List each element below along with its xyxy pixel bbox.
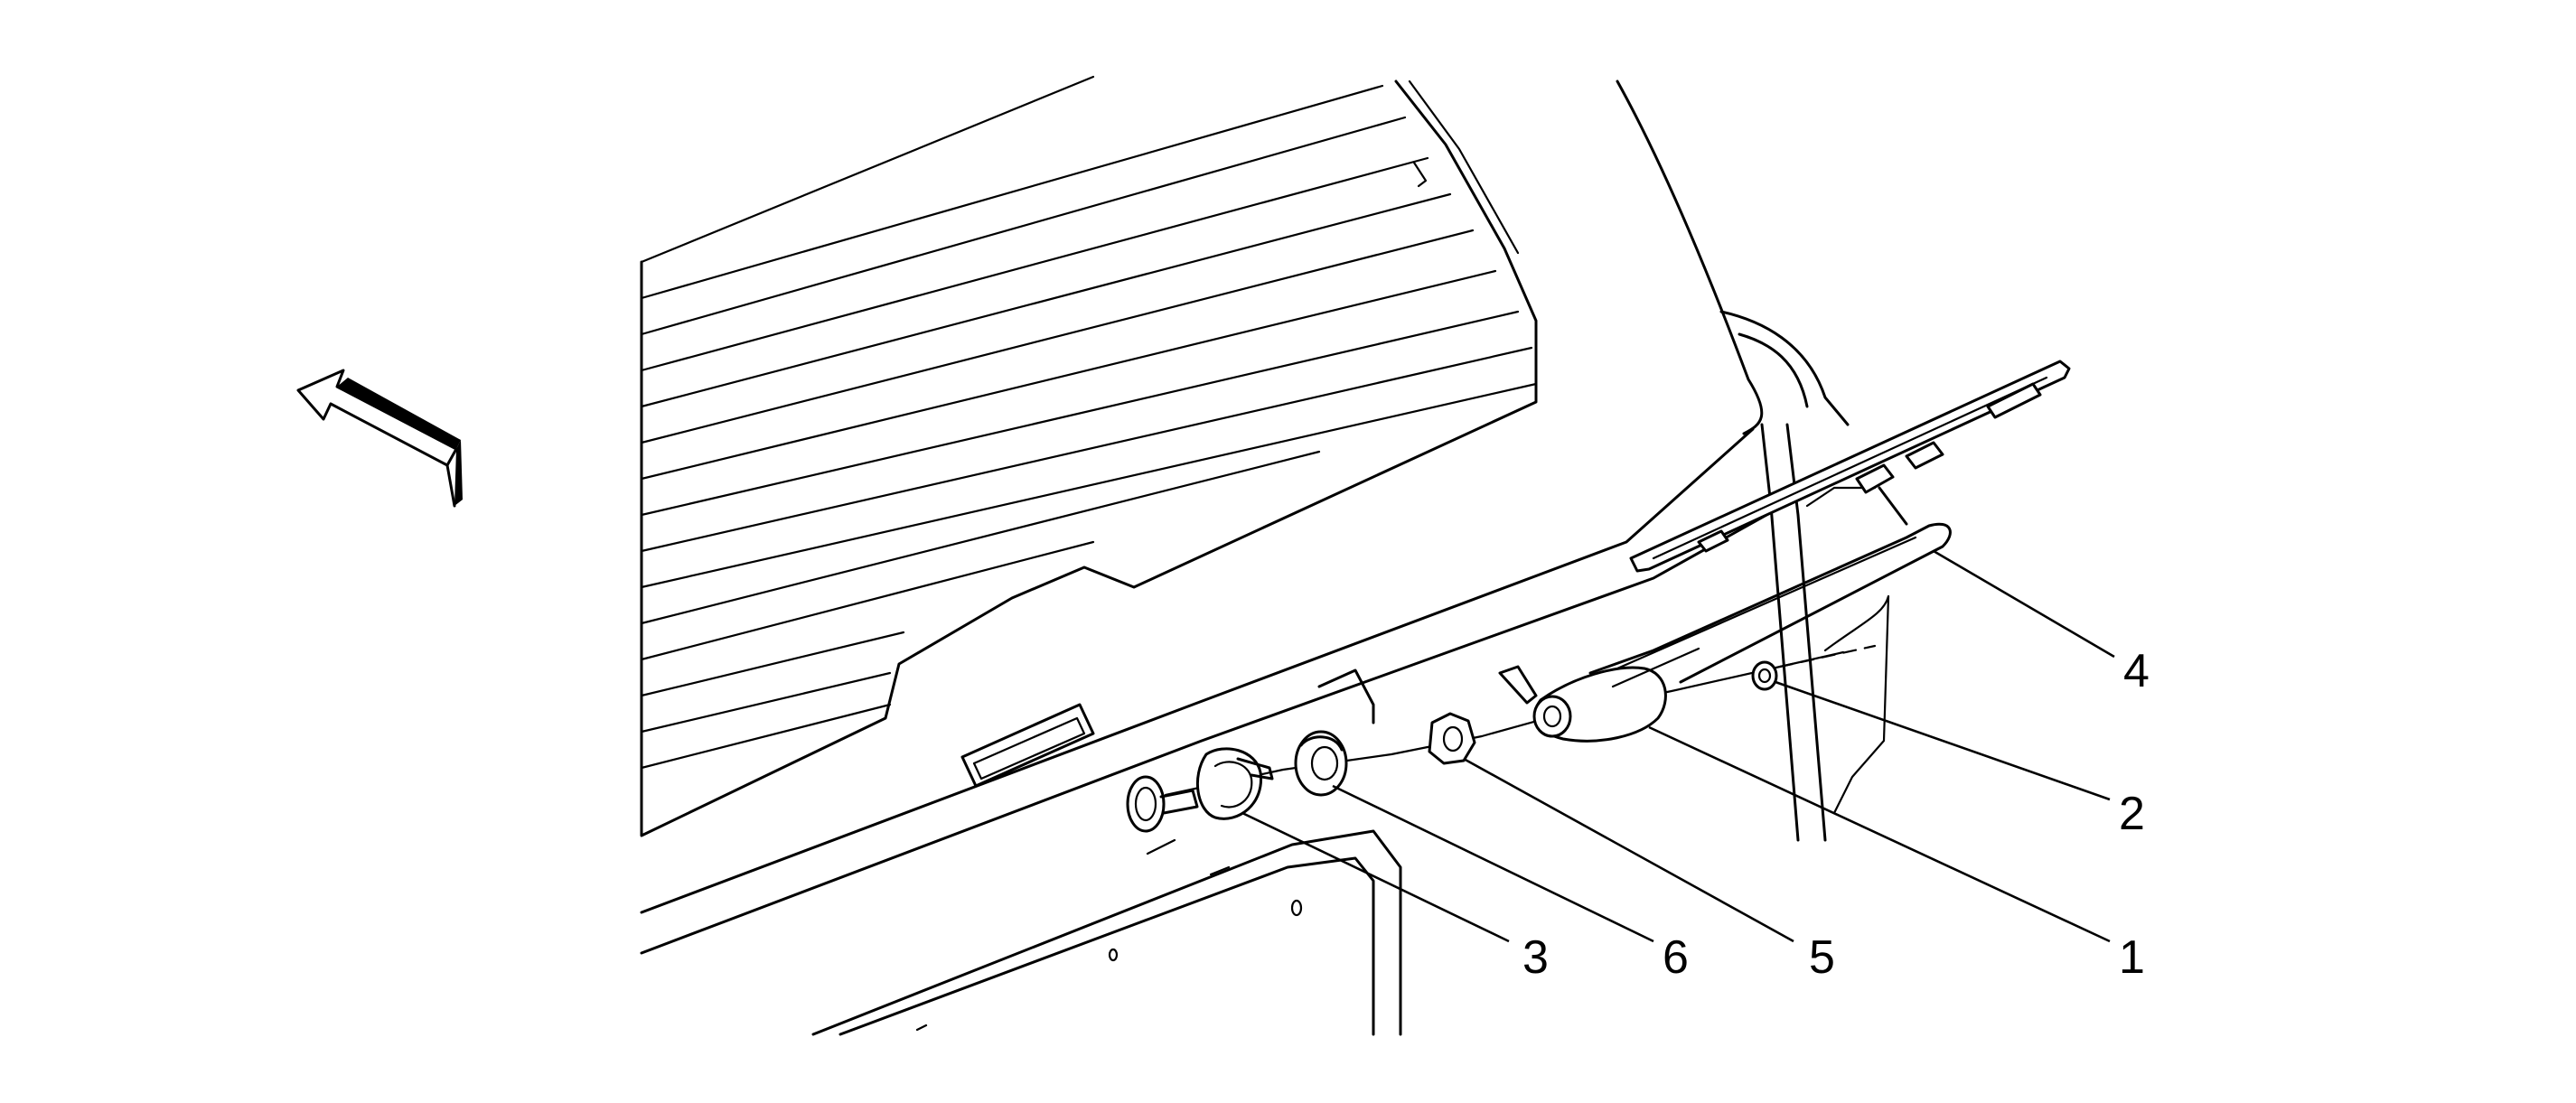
wiper-arm [1498,522,1952,743]
rear-window-glass [640,75,1538,837]
callout-leaders [1241,549,2115,943]
callout-1: 1 [2119,931,2145,984]
nut [1428,712,1476,765]
callout-3: 3 [1522,931,1549,984]
assembly-axis-dashed [1778,644,1877,668]
forward-arrow-icon [296,369,463,508]
callout-4: 4 [2123,645,2150,697]
cap [1751,660,1778,691]
liftgate-body [640,79,1890,1036]
washer [1294,730,1348,797]
callout-2: 2 [2119,788,2145,840]
grommet [1126,747,1274,833]
callout-5: 5 [1809,931,1835,984]
callout-6: 6 [1663,931,1689,984]
wiper-blade [1629,360,2071,573]
